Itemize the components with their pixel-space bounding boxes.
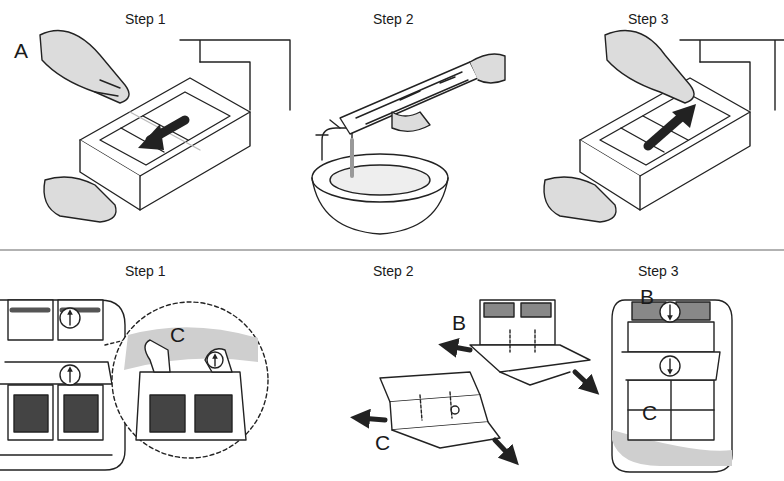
drawer-push-figure [640, 112, 750, 210]
insert-remove-figure [124, 327, 258, 370]
drawer-push-figure [544, 177, 616, 222]
step-title: Step 2 [373, 12, 413, 26]
rinse-figure [312, 154, 448, 202]
drawing-part [0, 31, 784, 473]
insert-assembled-figure [669, 359, 670, 372]
drawer-pull-figure [40, 31, 129, 104]
rinse-figure [312, 54, 505, 234]
insert-assembled-figure [676, 302, 710, 320]
insert-exploded-figure [495, 440, 512, 458]
insert-remove-figure [69, 312, 70, 325]
insert-exploded-figure [480, 300, 555, 345]
drawer-push-figure [605, 31, 694, 104]
rinse-figure [316, 120, 340, 135]
insert-remove-figure [0, 300, 268, 470]
divider-line [0, 249, 784, 250]
rinse-figure [400, 77, 455, 100]
part-letter: B [452, 312, 466, 333]
insert-remove-figure [60, 365, 80, 385]
drawer-pull-figure [130, 112, 200, 150]
insert-remove-figure [8, 300, 53, 340]
drawer-push-figure [648, 118, 680, 146]
drawer-pull-figure [44, 177, 116, 222]
insert-assembled-figure [622, 352, 720, 380]
rinse-figure [470, 54, 505, 83]
insert-exploded-figure [470, 345, 590, 372]
insert-remove-figure [112, 302, 268, 458]
insert-remove-figure [12, 308, 98, 313]
insert-remove-figure [0, 454, 112, 455]
insert-assembled-figure [669, 305, 670, 318]
insert-exploded-figure [392, 422, 500, 448]
part-letter: C [642, 402, 657, 423]
drawer-push-figure [600, 92, 730, 165]
insert-remove-figure [60, 308, 80, 328]
part-letter: C [170, 324, 185, 345]
drawer-push-figure [544, 31, 784, 223]
drawer-push-figure [672, 104, 696, 128]
insert-remove-figure [214, 356, 215, 366]
insert-assembled-figure [628, 380, 714, 440]
insert-remove-figure [58, 300, 103, 340]
part-letter: B [640, 286, 654, 307]
insert-exploded-figure [420, 392, 452, 420]
insert-remove-figure [14, 395, 98, 432]
insert-remove-figure [145, 340, 170, 372]
insert-assembled-figure [660, 356, 680, 376]
insert-remove-figure [207, 352, 223, 368]
insert-exploded-figure [448, 346, 470, 350]
insert-assembled-figure [612, 300, 732, 472]
step-title: Step 3 [638, 264, 678, 278]
step-title: Step 2 [373, 264, 413, 278]
insert-assembled-figure [660, 302, 680, 322]
step-title: Step 1 [125, 264, 165, 278]
insert-assembled-figure [612, 300, 732, 472]
part-letter: A [14, 40, 28, 61]
insert-exploded-figure [360, 418, 385, 420]
insert-exploded-figure [510, 330, 535, 352]
step-title: Step 3 [628, 12, 668, 26]
drawer-push-figure [621, 116, 688, 152]
insert-remove-figure [69, 369, 70, 382]
part-letter: C [375, 432, 390, 453]
rinse-figure [340, 62, 478, 134]
rinse-figure [322, 128, 352, 160]
insert-remove-figure [150, 395, 232, 432]
insert-exploded-figure [575, 372, 592, 388]
rinse-figure [350, 140, 354, 176]
rinse-figure [392, 112, 430, 131]
drawer-pull-figure [40, 31, 290, 223]
rinse-figure [330, 165, 430, 195]
insert-remove-figure [0, 362, 112, 384]
insert-assembled-figure [628, 380, 714, 440]
drawer-pull-figure [121, 116, 188, 152]
drawer-pull-figure [95, 80, 120, 96]
insert-assembled-figure [628, 322, 714, 352]
insert-exploded-figure [360, 300, 592, 458]
step-title: Step 1 [125, 12, 165, 26]
insert-exploded-figure [521, 303, 551, 317]
insert-remove-figure [136, 372, 246, 440]
insert-exploded-figure [500, 372, 570, 385]
insert-remove-figure [0, 300, 125, 470]
drawer-pull-figure [138, 124, 164, 150]
insert-exploded-figure [484, 303, 514, 317]
insert-remove-figure [205, 349, 232, 372]
